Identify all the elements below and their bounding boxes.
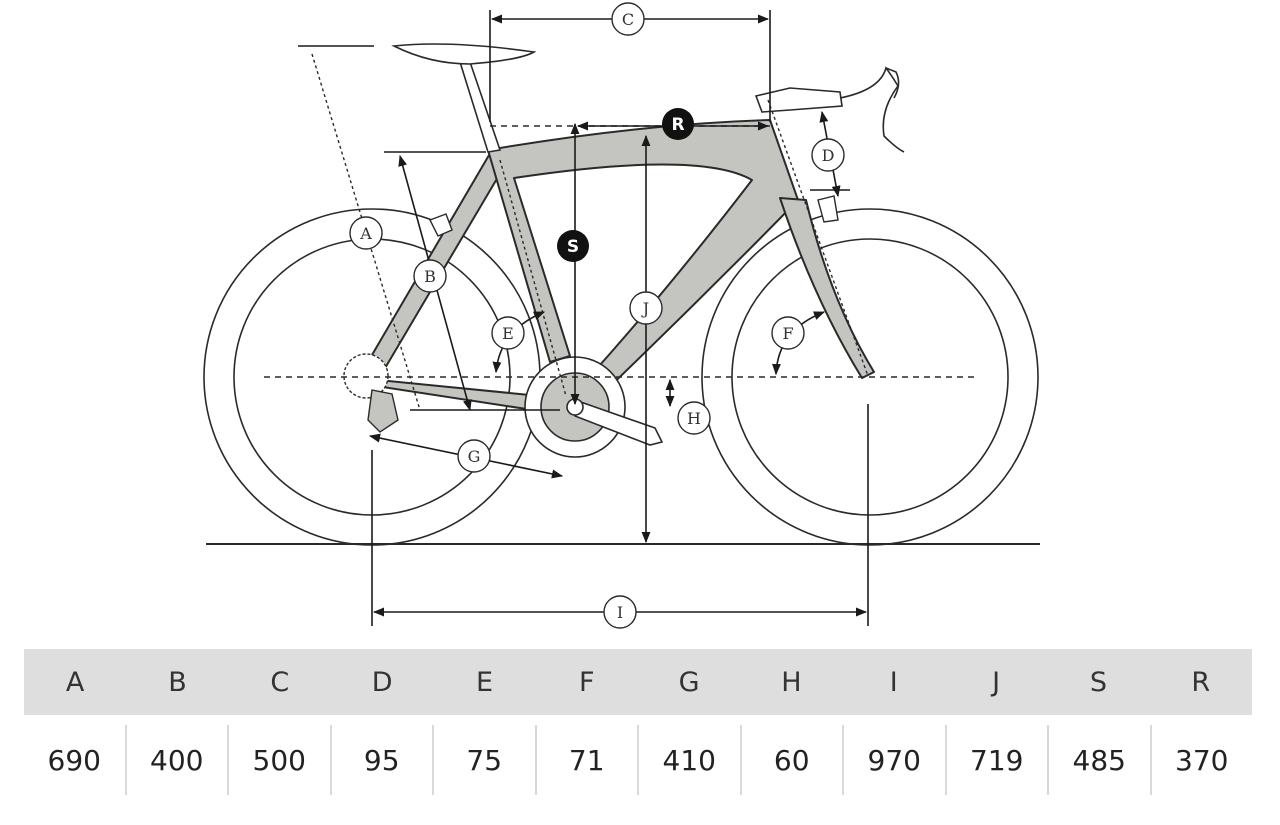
callout-label-s: S [567,237,579,257]
geometry-header-row: A B C D E F G H I J S R [24,649,1252,715]
rear-derailleur [343,353,399,433]
value-cell-r: 370 [1149,725,1253,795]
value-cell-s: 485 [1047,725,1150,795]
value-cell-d: 95 [329,725,433,795]
header-cell-s: S [1089,666,1108,698]
callout-label-i: I [617,603,623,622]
callout-a: A [349,216,383,250]
geometry-value-row: 690 400 500 95 75 71 410 60 970 719 485 … [24,715,1252,805]
callout-e: E [491,316,525,350]
callout-label-e: E [502,324,514,343]
value-cell-h: 60 [739,725,843,795]
header-cell-f: F [579,666,595,698]
header-cell-e: E [475,666,493,698]
value-cell-f: 71 [534,725,638,795]
callout-label-g: G [468,447,481,466]
callout-d: D [811,138,845,172]
header-cell-h: H [781,666,802,698]
value-cell-e: 75 [432,725,535,795]
callout-r: R [662,108,694,140]
header-cell-b: B [168,666,187,698]
header-cell-a: A [65,666,85,698]
seatpost-saddle [391,43,537,153]
callout-label-j: J [641,299,649,318]
value-cell-a: 690 [47,743,101,777]
callout-g: G [457,439,491,473]
crankset [524,356,664,458]
callout-label-d: D [822,146,835,165]
callout-f: F [771,316,805,350]
callout-i: I [603,595,637,629]
callout-label-c: C [622,10,634,29]
value-cell-i: 970 [842,725,945,795]
callout-j: J [629,291,663,325]
callout-label-b: B [424,267,436,286]
bike-geometry-diagram: A B C D E F G H I J S R [203,2,1040,629]
callout-b: B [413,259,447,293]
geometry-table: A B C D E F G H I J S R 690 400 500 95 7… [24,649,1252,805]
value-cell-g: 410 [637,725,740,795]
header-cell-i: I [889,666,898,698]
header-cell-c: C [270,666,290,698]
callout-label-r: R [671,115,684,135]
header-cell-g: G [678,666,700,698]
handlebar-stem [754,66,905,153]
callout-h: H [677,401,711,435]
header-cell-j: J [992,666,1001,698]
header-cell-r: R [1191,666,1211,698]
callout-c: C [611,2,645,36]
value-cell-j: 719 [944,725,1048,795]
header-cell-d: D [371,666,393,698]
callout-label-f: F [782,324,793,343]
value-cell-b: 400 [124,725,228,795]
callout-label-h: H [687,409,701,428]
callout-s: S [557,230,589,262]
value-cell-c: 500 [227,725,330,795]
callout-label-a: A [359,224,372,243]
